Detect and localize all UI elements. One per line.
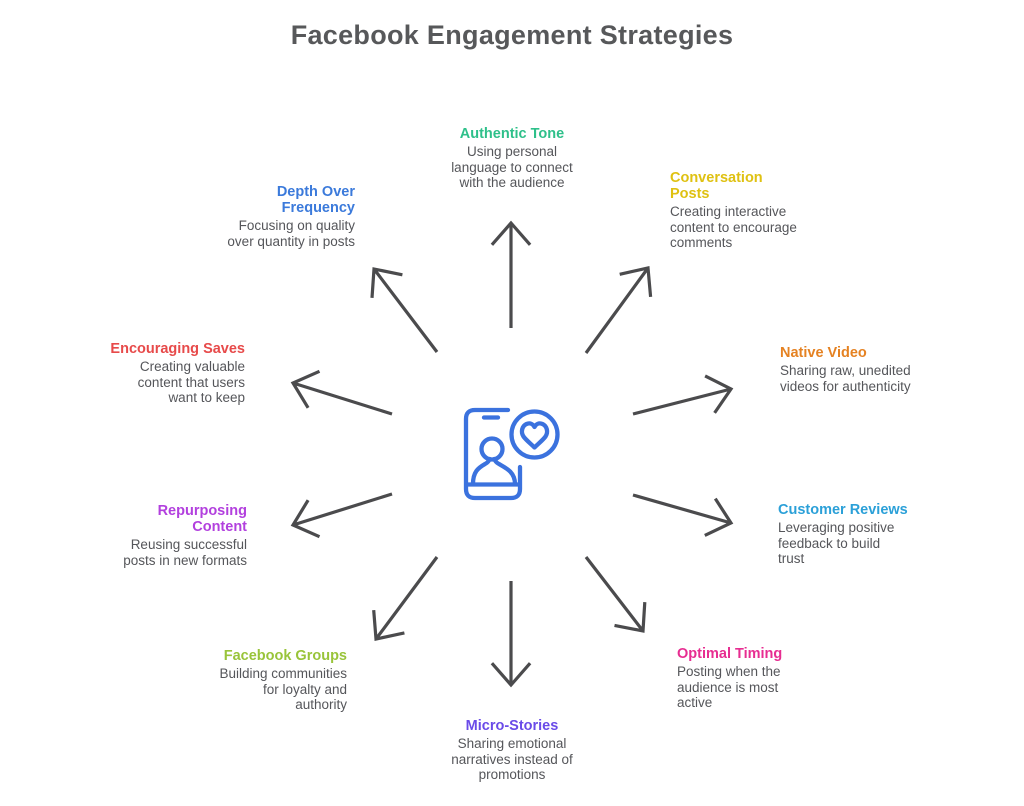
spoke-optimal-timing: Optimal Timing Posting when the audience… <box>677 646 817 711</box>
spoke-title: Authentic Tone <box>459 126 565 142</box>
spoke-native-video: Native Video Sharing raw, unedited video… <box>780 345 930 394</box>
arrow-facebook-groups <box>372 556 439 641</box>
spoke-authentic-tone: Authentic Tone Using personal language t… <box>442 126 582 191</box>
spoke-title: Conversation Posts <box>670 170 763 202</box>
arrow-conversation-posts <box>584 266 653 354</box>
page-title: Facebook Engagement Strategies <box>290 20 734 50</box>
spoke-customer-reviews: Customer Reviews Leveraging positive fee… <box>778 502 928 567</box>
spoke-description: Using personal language to connect with … <box>451 144 573 190</box>
heart-badge-circle <box>509 409 560 460</box>
spoke-conversation-posts: Conversation Posts Creating interactive … <box>670 170 820 251</box>
arrow-authentic-tone <box>490 220 532 328</box>
spoke-description: Creating valuable content that users wan… <box>137 359 245 405</box>
arrow-native-video <box>632 374 734 416</box>
spoke-title: Optimal Timing <box>677 646 783 662</box>
spoke-title: Depth Over Frequency <box>276 184 355 216</box>
spoke-title: Customer Reviews <box>778 502 908 518</box>
arrow-customer-reviews <box>632 493 734 537</box>
spoke-description: Leveraging positive feedback to build tr… <box>778 520 895 566</box>
phone-outline <box>463 407 523 501</box>
arrow-depth-over-frequency <box>370 267 439 353</box>
spoke-description: Creating interactive content to encourag… <box>670 204 797 250</box>
person-shoulders <box>470 456 518 487</box>
person-head <box>479 436 505 462</box>
spoke-description: Sharing emotional narratives instead of … <box>451 736 573 782</box>
spoke-depth-over-frequency: Depth Over Frequency Focusing on quality… <box>195 184 355 249</box>
arrow-optimal-timing <box>584 556 647 633</box>
arrow-repurposing-content <box>290 492 393 539</box>
spoke-micro-stories: Micro-Stories Sharing emotional narrativ… <box>430 718 594 783</box>
spoke-description: Sharing raw, unedited videos for authent… <box>780 363 911 394</box>
spoke-description: Focusing on quality over quantity in pos… <box>227 218 355 249</box>
spoke-title: Micro-Stories <box>465 718 559 734</box>
spoke-repurposing-content: Repurposing Content Reusing successful p… <box>97 503 247 568</box>
spoke-description: Posting when the audience is most active <box>677 664 781 710</box>
smartphone-heart-icon <box>463 407 560 501</box>
spoke-encouraging-saves: Encouraging Saves Creating valuable cont… <box>95 341 245 406</box>
spoke-title: Facebook Groups <box>223 648 347 664</box>
heart-icon <box>519 421 550 450</box>
spoke-facebook-groups: Facebook Groups Building communities for… <box>177 648 347 713</box>
spoke-description: Building communities for loyalty and aut… <box>219 666 347 712</box>
spoke-description: Reusing successful posts in new formats <box>123 537 247 568</box>
spoke-title: Repurposing Content <box>157 503 247 535</box>
spoke-title: Encouraging Saves <box>110 341 245 357</box>
spoke-title: Native Video <box>780 345 867 361</box>
arrow-micro-stories <box>490 581 532 688</box>
arrow-encouraging-saves <box>290 369 393 416</box>
